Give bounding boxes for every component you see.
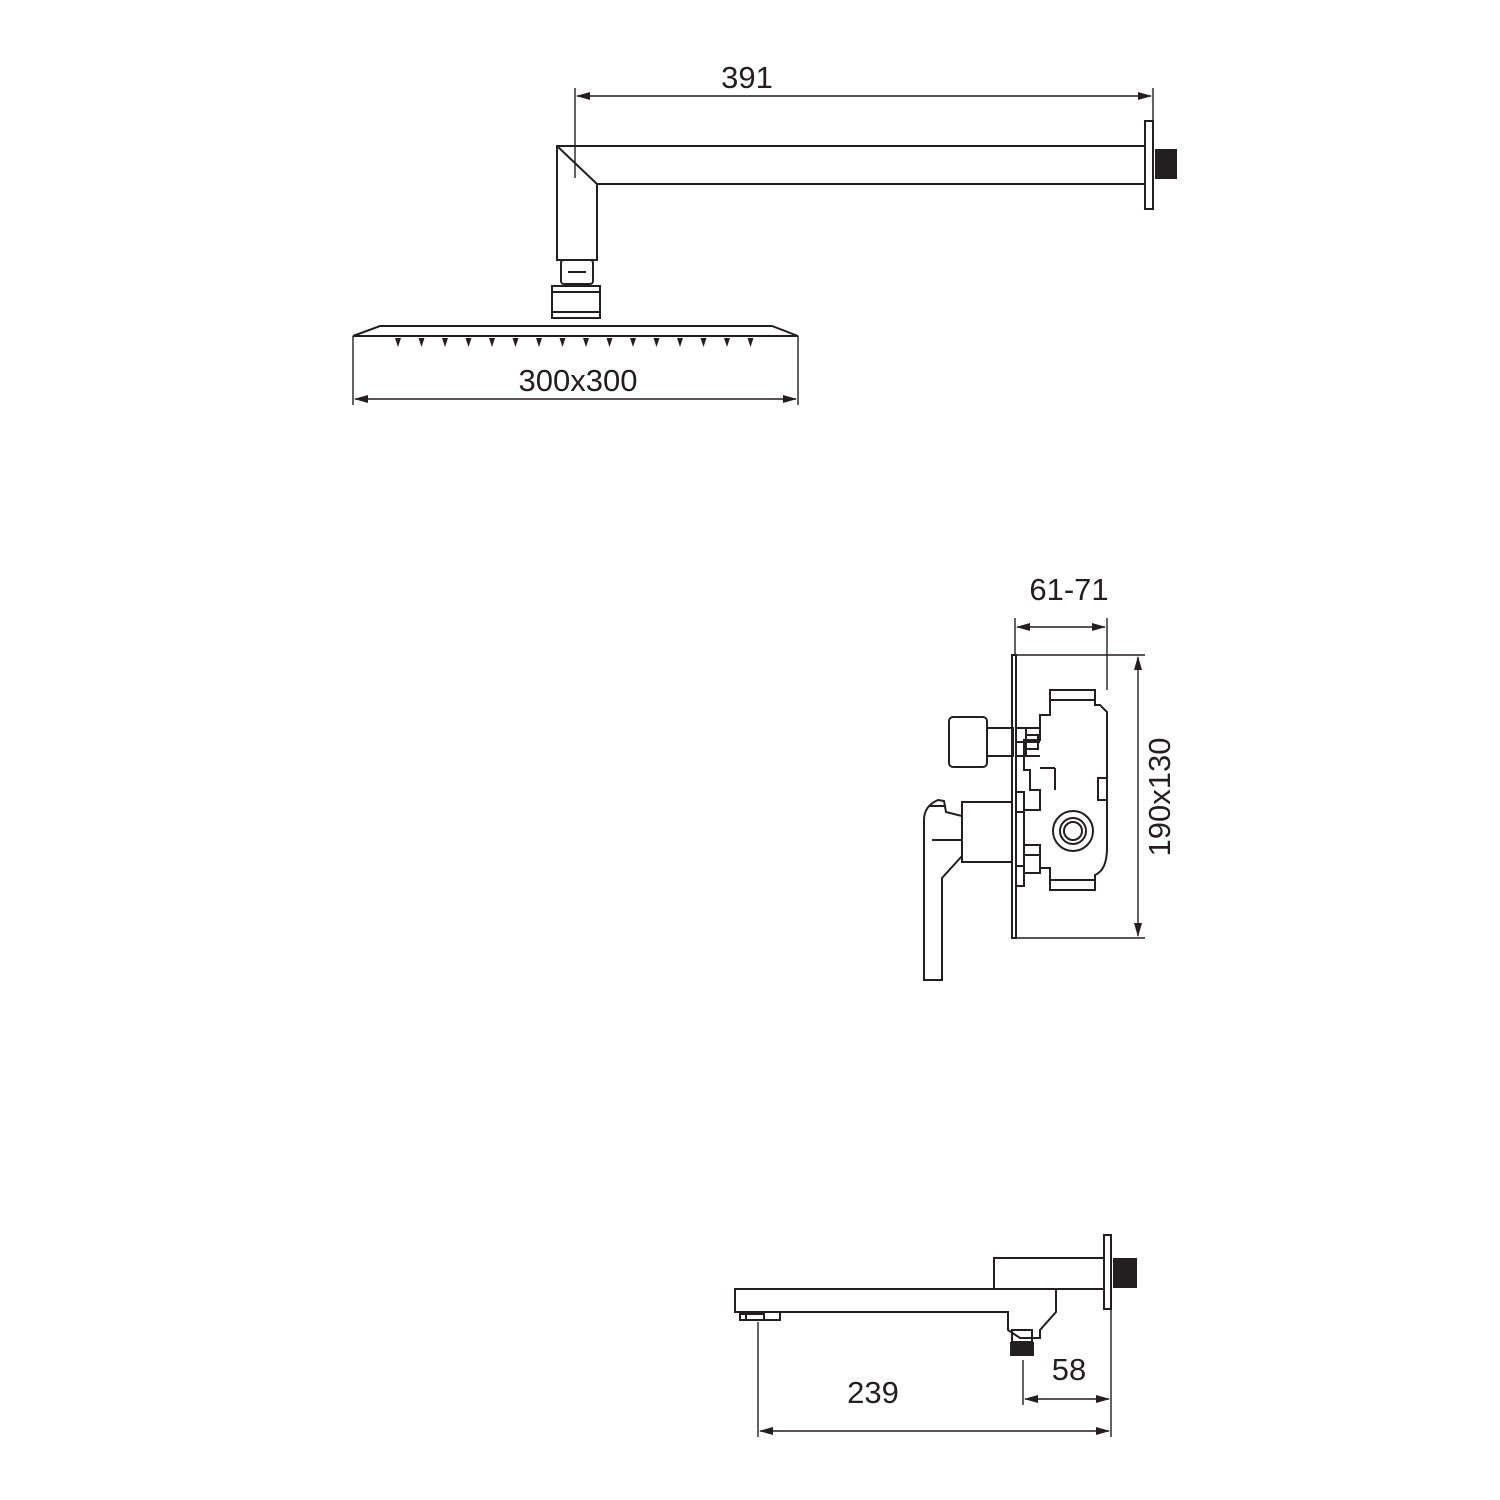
outlet-ring: [1052, 810, 1094, 852]
shower-head: [352, 325, 799, 347]
mixer-depth-label: 61-71: [1029, 572, 1108, 607]
mixer-depth-dimension: 61-71: [1014, 572, 1109, 690]
arm-length-dimension: 391: [574, 60, 1154, 178]
spout-cover: [993, 1257, 1105, 1290]
nozzle: [700, 338, 707, 347]
nozzle: [512, 338, 519, 347]
nozzle: [747, 338, 754, 347]
nozzle: [724, 338, 730, 347]
bath-spout: 58 239: [734, 1234, 1137, 1437]
nozzle: [677, 338, 683, 347]
nozzle: [465, 338, 472, 347]
plate-size-label: 190x130: [1142, 738, 1177, 857]
nozzle: [395, 338, 401, 347]
spout-outlet-label: 58: [1052, 1352, 1086, 1387]
valve-body: [1023, 689, 1108, 891]
shower-nozzles: [395, 338, 754, 347]
concealed-mixer: 61-71 190x130: [923, 572, 1177, 981]
head-size-label: 300x300: [519, 363, 638, 398]
nozzle: [630, 338, 636, 347]
arm-length-label: 391: [721, 60, 773, 95]
plate-size-dimension: 190x130: [1134, 656, 1177, 937]
nozzle: [418, 338, 425, 347]
shower-head-assembly: 391 300x300: [352, 60, 1177, 405]
mixer-lever: [923, 791, 1025, 981]
spout-wall-connector: [1113, 1258, 1137, 1288]
nozzle: [559, 338, 566, 347]
diverter-knob: [948, 716, 1040, 768]
cover-plate: [1011, 654, 1017, 939]
wall-connector: [1155, 149, 1177, 179]
head-size-dimension: 300x300: [352, 336, 799, 405]
spout-outlet-dimension: 58: [1022, 1310, 1112, 1437]
spout-length-dimension: 239: [757, 1322, 1110, 1437]
nozzle: [653, 338, 660, 347]
nozzle: [536, 338, 542, 347]
nozzle: [583, 338, 589, 347]
nozzle: [442, 338, 448, 347]
spout-body: [734, 1288, 1057, 1339]
swivel-joint: [551, 259, 601, 319]
shower-arm: [556, 120, 1177, 261]
nozzle: [489, 338, 495, 347]
nozzle: [606, 338, 613, 347]
spout-length-label: 239: [847, 1375, 899, 1410]
spout-inlet-connector: [1010, 1342, 1034, 1356]
